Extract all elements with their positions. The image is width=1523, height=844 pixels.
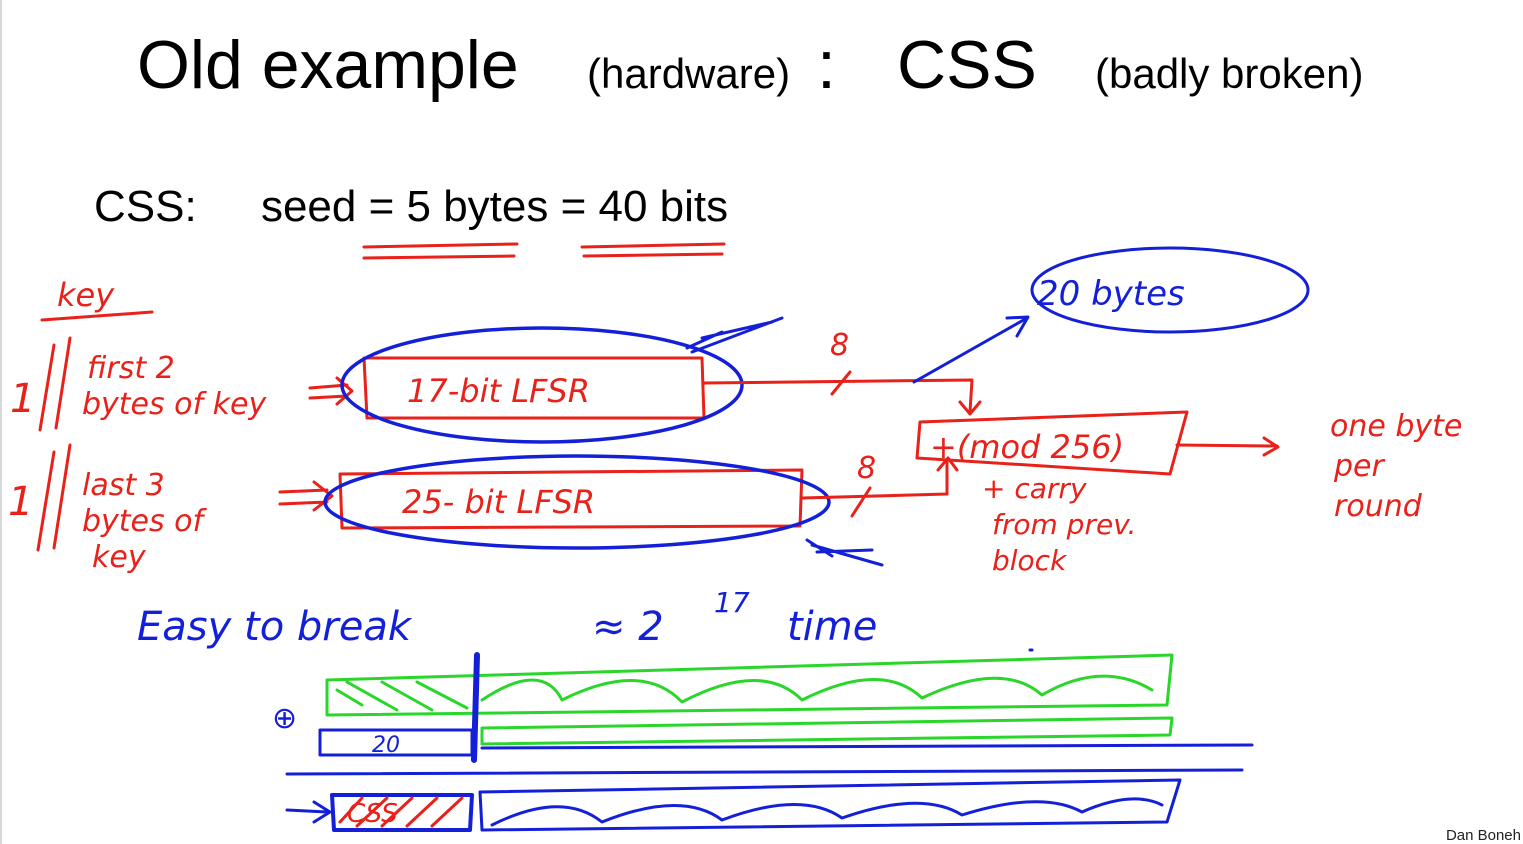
seed-text: seed = 5 bytes = 40 bits bbox=[260, 182, 729, 231]
blue-scribble bbox=[490, 797, 1164, 827]
css-hatching bbox=[338, 796, 464, 828]
time-label: time bbox=[787, 604, 877, 650]
author-credit: Dan Boneh bbox=[1445, 827, 1521, 844]
green-keystream-bar bbox=[325, 653, 1174, 717]
key-bars-2 bbox=[36, 443, 72, 552]
output-label: 20 bytes bbox=[1037, 274, 1185, 314]
lfsr17-loop bbox=[340, 326, 744, 444]
lfsr25-label: 25- bit LFSR bbox=[402, 483, 595, 521]
green-hatching bbox=[335, 680, 469, 712]
arrow-into-lfsr25 bbox=[278, 480, 334, 512]
css-box-label: CSS bbox=[347, 799, 398, 829]
underline-5-bytes bbox=[362, 242, 519, 260]
seed-label: CSS: bbox=[94, 182, 197, 231]
sum-line bbox=[480, 743, 1254, 750]
output-ellipse bbox=[1030, 246, 1310, 334]
title-main: Old example bbox=[137, 27, 519, 103]
title-colon: : bbox=[817, 27, 836, 103]
key-bars-1 bbox=[38, 336, 72, 432]
title-css: CSS bbox=[897, 27, 1037, 103]
divider-line bbox=[471, 652, 480, 763]
one-label-1: 1 bbox=[10, 376, 35, 422]
green-thin-bar bbox=[480, 716, 1174, 746]
width-label-1: 8 bbox=[830, 328, 849, 363]
key-label: key bbox=[57, 276, 115, 314]
lfsr25-box bbox=[338, 468, 804, 530]
xor-symbol: ⊕ bbox=[272, 701, 297, 736]
seed-line: CSS: seed = 5 bytes = 40 bits bbox=[94, 182, 728, 232]
width-tick-2 bbox=[850, 486, 872, 518]
css-arrow bbox=[285, 800, 332, 824]
one-label-2: 1 bbox=[8, 479, 33, 525]
exponent-label: 17 bbox=[714, 586, 750, 619]
lfsr17-output-line bbox=[702, 378, 982, 416]
width-tick-1 bbox=[830, 370, 852, 396]
lfsr17-label: 17-bit LFSR bbox=[407, 372, 590, 410]
underline-40-bits bbox=[580, 242, 726, 258]
lfsr25-loop bbox=[323, 454, 831, 550]
arrow-to-20-bytes bbox=[912, 315, 1030, 384]
arrow-into-lfsr17 bbox=[308, 376, 354, 406]
title-paren: (hardware) bbox=[587, 50, 791, 97]
width-label-2: 8 bbox=[857, 451, 876, 486]
slide-title: Old example (hardware) : CSS (badly brok… bbox=[2, 26, 1523, 106]
feedback-arrow-bottom bbox=[805, 538, 884, 567]
blue-result-bar bbox=[478, 778, 1182, 832]
feedback-arrow-top bbox=[685, 316, 784, 354]
key-underline bbox=[40, 310, 154, 322]
easy-label: Easy to break bbox=[137, 604, 413, 650]
adder-box bbox=[915, 410, 1189, 476]
lfsr25-output-line bbox=[800, 456, 959, 500]
adder-label: +(mod 256) bbox=[930, 428, 1124, 466]
title-note: (badly broken) bbox=[1095, 50, 1364, 97]
approx-label: ≈ 2 bbox=[592, 604, 664, 650]
css-prefix-box bbox=[330, 793, 474, 832]
prefix-label: 20 bbox=[372, 733, 400, 758]
output-arrow bbox=[1175, 436, 1280, 457]
green-scribble bbox=[480, 674, 1154, 704]
result-line bbox=[285, 768, 1244, 776]
